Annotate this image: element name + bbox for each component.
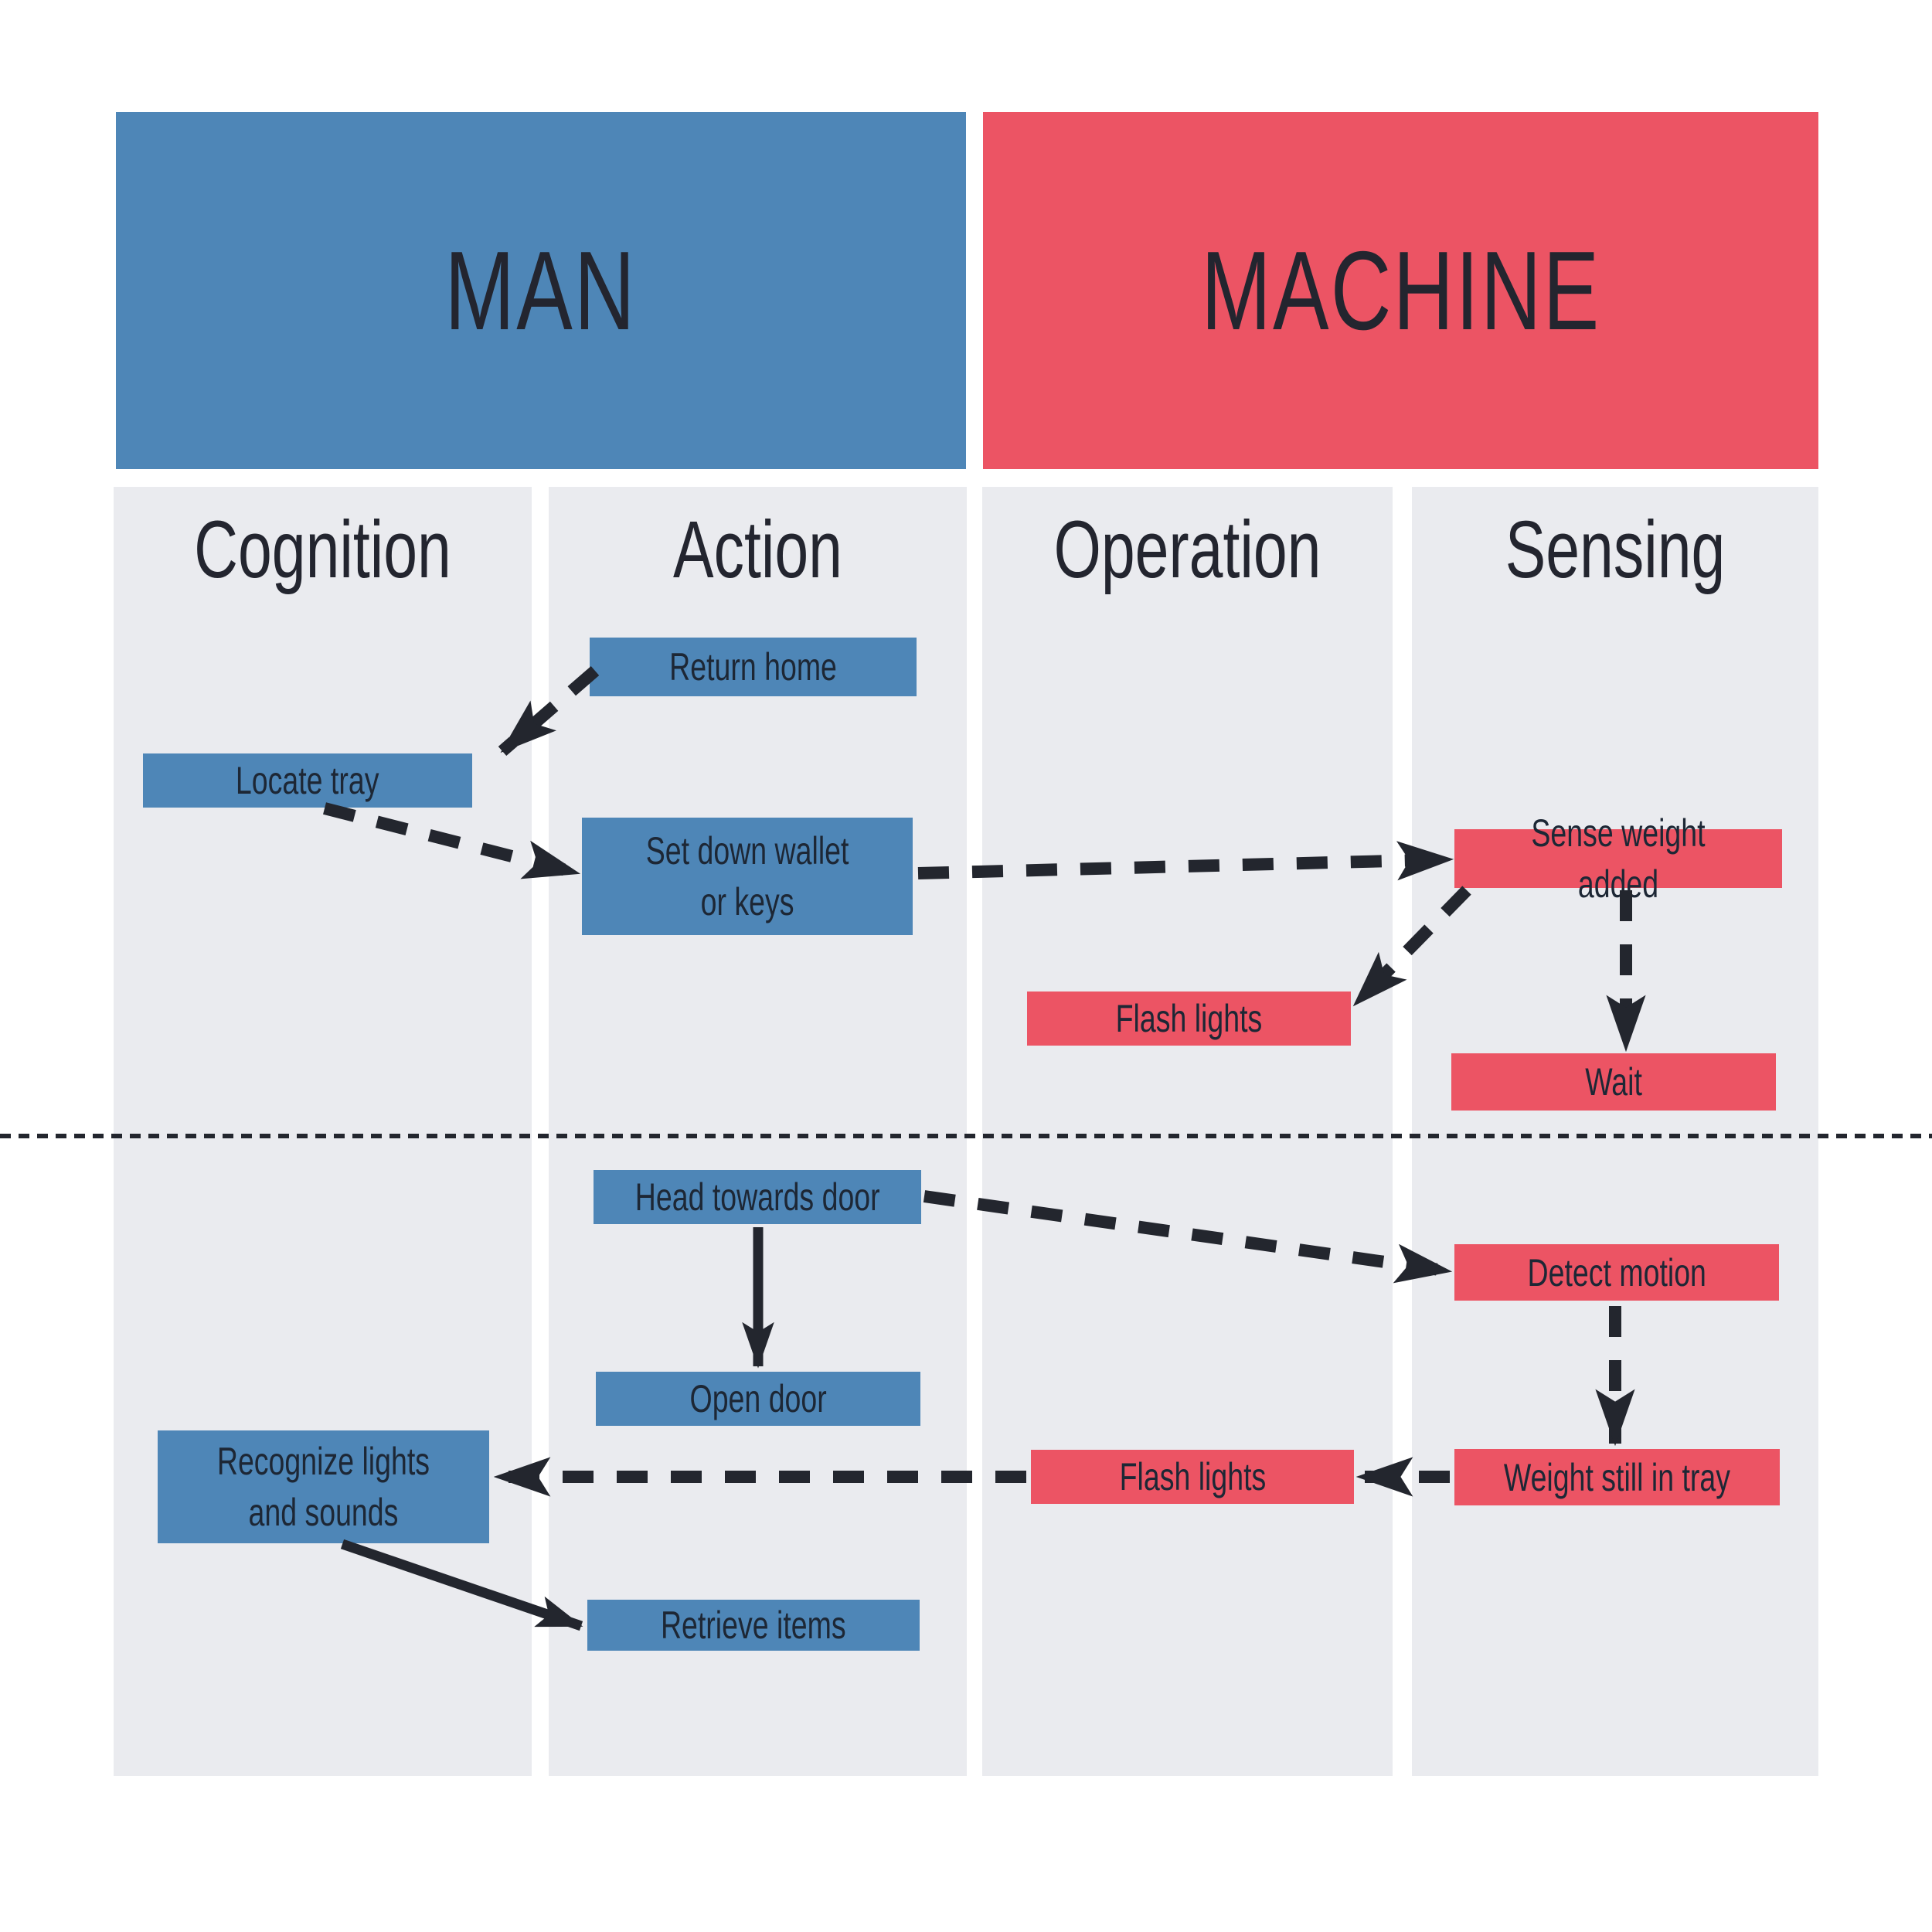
node-label-flash-lights-2: Flash lights: [1119, 1455, 1266, 1498]
lane-header-man: MAN: [116, 112, 966, 469]
node-label-return-home: Return home: [669, 645, 837, 689]
node-label-retrieve-items: Retrieve items: [661, 1604, 846, 1647]
node-set-down-wallet-or-keys: Set down wallet or keys: [582, 818, 913, 935]
node-label-open-door: Open door: [689, 1377, 827, 1420]
node-retrieve-items: Retrieve items: [587, 1600, 920, 1651]
node-head-towards-door: Head towards door: [594, 1170, 921, 1224]
node-flash-lights-1: Flash lights: [1027, 992, 1351, 1046]
node-label-weight-still-in-tray: Weight still in tray: [1503, 1455, 1731, 1499]
node-detect-motion: Detect motion: [1454, 1244, 1779, 1301]
column-title-cognition: Cognition: [194, 505, 451, 595]
node-open-door: Open door: [596, 1372, 920, 1426]
column-title-action: Action: [673, 505, 842, 595]
lane-header-label-man: MAN: [444, 227, 638, 353]
column-band-cognition: Cognition: [114, 487, 532, 1776]
node-label-locate-tray: Locate tray: [236, 759, 379, 802]
node-return-home: Return home: [590, 638, 917, 696]
column-band-operation: Operation: [982, 487, 1393, 1776]
column-title-sensing: Sensing: [1505, 505, 1726, 595]
node-label-recognize-lights-and-sounds: Recognize lights and sounds: [216, 1440, 430, 1534]
node-flash-lights-2: Flash lights: [1031, 1450, 1354, 1504]
node-sense-weight-added: Sense weight added: [1454, 811, 1782, 906]
node-label-set-down-wallet-or-keys: Set down wallet or keys: [645, 829, 849, 923]
node-label-sense-weight-added: Sense weight added: [1531, 811, 1706, 906]
lane-header-machine: MACHINE: [983, 112, 1818, 469]
lane-header-label-machine: MACHINE: [1200, 227, 1601, 353]
node-label-wait: Wait: [1585, 1060, 1642, 1104]
node-label-flash-lights-1: Flash lights: [1115, 997, 1263, 1040]
column-band-action: Action: [549, 487, 967, 1776]
node-label-head-towards-door: Head towards door: [634, 1175, 880, 1219]
node-recognize-lights-and-sounds: Recognize lights and sounds: [158, 1430, 489, 1543]
node-weight-still-in-tray: Weight still in tray: [1454, 1449, 1780, 1505]
node-wait: Wait: [1451, 1053, 1776, 1111]
node-label-detect-motion: Detect motion: [1527, 1250, 1706, 1294]
column-title-operation: Operation: [1053, 505, 1321, 595]
node-locate-tray: Locate tray: [143, 753, 472, 808]
column-band-sensing: Sensing: [1412, 487, 1818, 1776]
